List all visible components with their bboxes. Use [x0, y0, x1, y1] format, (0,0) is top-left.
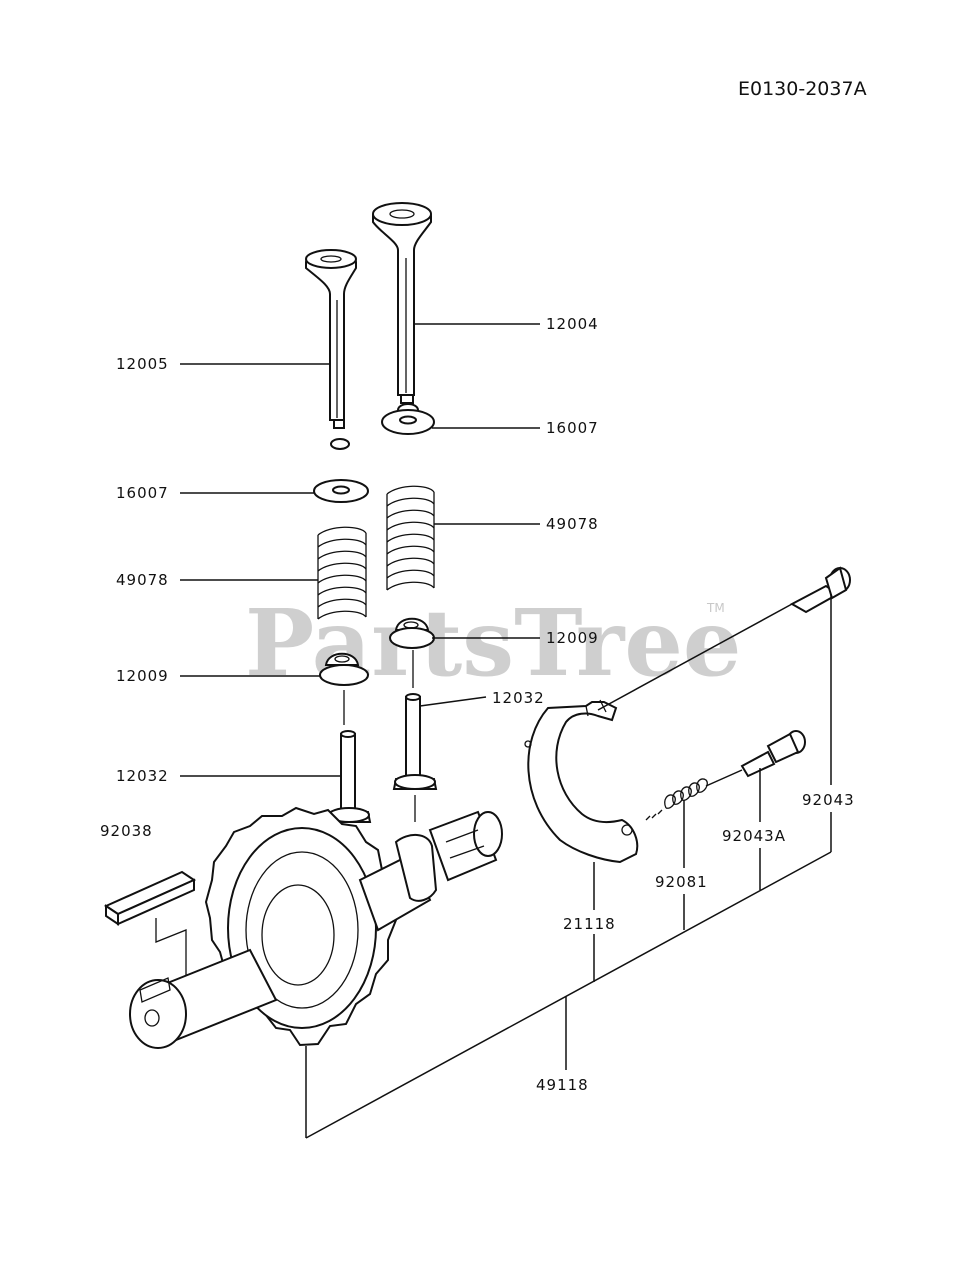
label-16007-right: 16007 — [546, 419, 599, 437]
label-21118: 21118 — [563, 915, 616, 933]
valve-left — [305, 249, 357, 450]
tappet-right — [392, 693, 438, 790]
spring-92081 — [645, 778, 708, 821]
pin-92043 — [597, 566, 851, 711]
retainer-left — [319, 652, 369, 686]
label-12004: 12004 — [546, 315, 599, 333]
label-12032-right: 12032 — [492, 689, 545, 707]
collar-right — [381, 409, 435, 435]
diagram-code: E0130-2037A — [738, 78, 867, 100]
label-49078-right: 49078 — [546, 515, 599, 533]
label-92038: 92038 — [100, 822, 153, 840]
spring-left — [317, 526, 367, 620]
pin-92043A — [705, 730, 806, 787]
valve-right — [372, 202, 432, 417]
label-92043A: 92043A — [722, 827, 786, 845]
collar-left — [313, 479, 369, 503]
spring-right — [386, 485, 435, 591]
key — [103, 870, 197, 976]
part-labels: 12005 12004 16007 16007 49078 49078 1200… — [100, 315, 855, 1094]
label-49078-left: 49078 — [116, 571, 169, 589]
label-49118: 49118 — [536, 1076, 589, 1094]
camshaft — [129, 806, 503, 1049]
callout-lines — [180, 323, 832, 1139]
label-92043: 92043 — [802, 791, 855, 809]
label-12032-left: 12032 — [116, 767, 169, 785]
watermark-tm: TM — [706, 601, 725, 615]
label-16007-left: 16007 — [116, 484, 169, 502]
label-12009-right: 12009 — [546, 629, 599, 647]
governor-bracket — [524, 699, 639, 864]
label-92081: 92081 — [655, 873, 708, 891]
label-12009-left: 12009 — [116, 667, 169, 685]
label-12005: 12005 — [116, 355, 169, 373]
